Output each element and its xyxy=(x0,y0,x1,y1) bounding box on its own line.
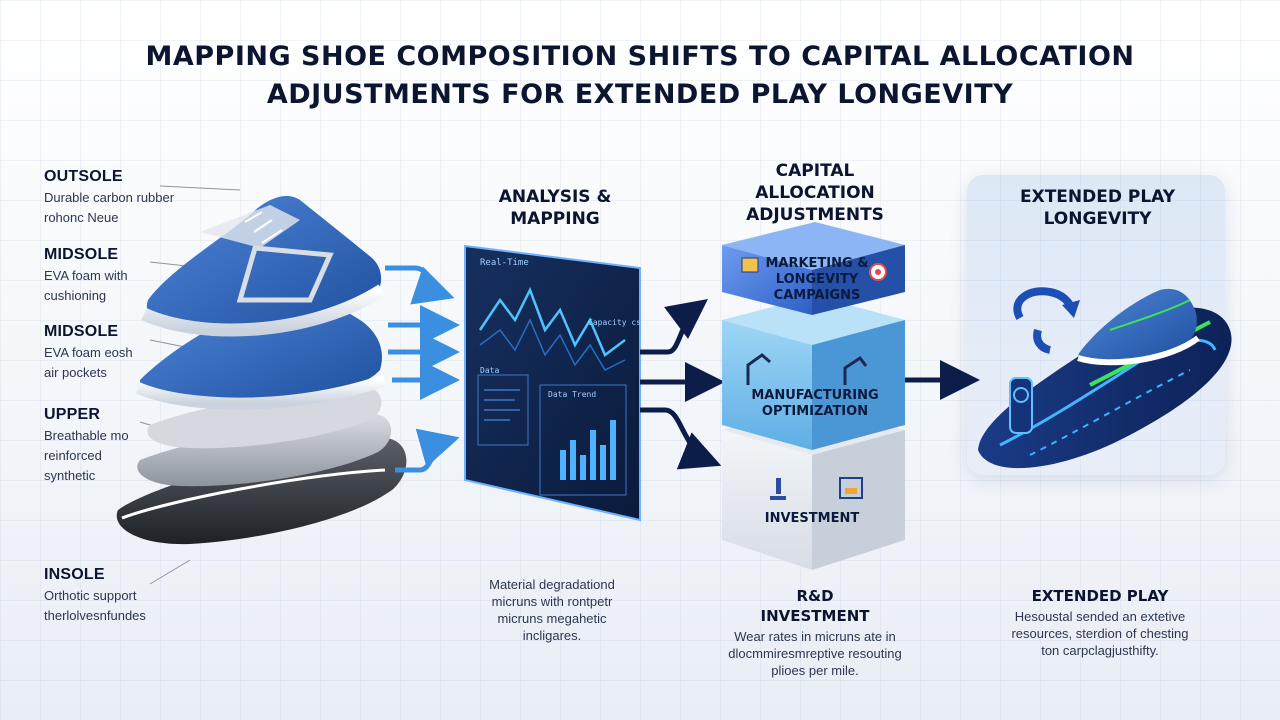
analysis-caption-3: micruns megahetic xyxy=(497,611,607,626)
layer-desc: reinforced xyxy=(44,448,102,463)
capital-title-2: ALLOCATION xyxy=(755,183,875,203)
screen-label-4: Data Trend xyxy=(548,390,597,399)
extended-caption-1: Hesoustal sended an extetive xyxy=(1014,609,1186,624)
cube-stack xyxy=(722,222,905,570)
tier-investment: INVESTMENT xyxy=(764,511,860,526)
extended-title-1: EXTENDED PLAY xyxy=(1019,187,1176,207)
capital-title-3: ADJUSTMENTS xyxy=(746,205,884,225)
layer-desc: therlolvesnfundes xyxy=(44,608,146,623)
tier-marketing-2: LONGEVITY xyxy=(775,272,859,287)
layer-label-midsole-1: MIDSOLE EVA foam with cushioning xyxy=(44,246,128,304)
extended-title: EXTENDED PLAY LONGEVITY xyxy=(975,186,1220,230)
screen-label-2: Capacity cs xyxy=(588,318,641,327)
capital-caption-1: Wear rates in micruns ate in xyxy=(734,629,896,644)
tier-manufacturing-1: MANUFACTURING xyxy=(751,388,879,403)
capital-title-1: CAPITAL xyxy=(775,161,855,181)
tier-manufacturing-2: OPTIMIZATION xyxy=(761,404,869,419)
tier-manufacturing: MANUFACTURING OPTIMIZATION xyxy=(735,388,895,420)
page-title: MAPPING SHOE COMPOSITION SHIFTS TO CAPIT… xyxy=(40,38,1240,114)
panel-shoe xyxy=(1077,288,1200,366)
layer-label-upper: UPPER Breathable mo reinforced synthetic xyxy=(44,406,129,484)
layer-desc: rohonc Neue xyxy=(44,210,119,225)
title-line-1: MAPPING SHOE COMPOSITION SHIFTS TO CAPIT… xyxy=(145,41,1135,72)
capital-title: CAPITAL ALLOCATION ADJUSTMENTS xyxy=(700,160,930,226)
target-icon xyxy=(869,263,887,281)
cycle-arrow-icon xyxy=(1013,287,1080,354)
analysis-caption: Material degradationd micruns with rontp… xyxy=(462,576,642,644)
layer-desc: Breathable mo xyxy=(44,428,129,443)
shoe-layer-stack xyxy=(116,195,407,545)
capital-subheading-2: INVESTMENT xyxy=(760,607,870,625)
layer-name: UPPER xyxy=(44,406,101,423)
layer-desc: EVA foam with xyxy=(44,268,128,283)
screen-label: Real-Time xyxy=(480,258,529,268)
layer-desc: Durable carbon rubber xyxy=(44,190,175,205)
capital-caption: Wear rates in micruns ate in dlocmmiresm… xyxy=(705,628,925,679)
layer-label-insole: INSOLE Orthotic support therlolvesnfunde… xyxy=(44,566,146,624)
layer-name: MIDSOLE xyxy=(44,246,119,263)
robot-arm-icon xyxy=(746,353,868,385)
printer-icon xyxy=(839,477,863,499)
layer-name: OUTSOLE xyxy=(44,168,123,185)
layer-name: INSOLE xyxy=(44,566,105,583)
tier-marketing-3: CAMPAIGNS xyxy=(773,288,861,303)
layer-name: MIDSOLE xyxy=(44,323,119,340)
flow-arrows-right xyxy=(640,298,980,470)
microscope-icon xyxy=(770,478,786,500)
capital-caption-2: dlocmmiresmreptive resouting xyxy=(728,646,902,661)
extended-caption-2: resources, sterdion of chesting xyxy=(1011,626,1189,641)
layer-label-outsole: OUTSOLE Durable carbon rubber rohonc Neu… xyxy=(44,168,174,226)
capital-subheading: R&D INVESTMENT xyxy=(710,586,920,626)
analysis-title: ANALYSIS & MAPPING xyxy=(460,186,650,230)
extended-subheading: EXTENDED PLAY xyxy=(1031,587,1169,605)
layer-desc: Orthotic support xyxy=(44,588,137,603)
marketing-icon xyxy=(741,257,759,273)
extended-title-2: LONGEVITY xyxy=(1043,209,1152,229)
extended-caption: Hesoustal sended an extetive resources, … xyxy=(980,608,1220,659)
layer-desc: air pockets xyxy=(44,365,107,380)
layer-desc: cushioning xyxy=(44,288,107,303)
tier-marketing-1: MARKETING & xyxy=(765,256,869,271)
analysis-title-2: MAPPING xyxy=(510,209,600,229)
analysis-title-1: ANALYSIS & xyxy=(498,187,612,207)
analysis-caption-1: Material degradationd xyxy=(489,577,615,592)
layer-desc: EVA foam eosh xyxy=(44,345,133,360)
analysis-caption-4: incligares. xyxy=(522,628,582,643)
layer-desc: synthetic xyxy=(44,468,96,483)
flow-arrows-left xyxy=(385,265,460,473)
capital-subheading-1: R&D xyxy=(796,587,834,605)
layer-label-midsole-2: MIDSOLE EVA foam eosh air pockets xyxy=(44,323,133,381)
analysis-caption-2: micruns with rontpetr xyxy=(491,594,613,609)
title-line-2: ADJUSTMENTS FOR EXTENDED PLAY LONGEVITY xyxy=(266,79,1014,110)
data-screen xyxy=(464,244,641,522)
capital-caption-3: plioes per mile. xyxy=(771,663,859,678)
screen-label-3: Data xyxy=(480,366,500,375)
extended-caption-3: ton carpclagjusthifty. xyxy=(1041,643,1159,658)
tier-marketing: MARKETING & LONGEVITY CAMPAIGNS xyxy=(752,256,882,304)
